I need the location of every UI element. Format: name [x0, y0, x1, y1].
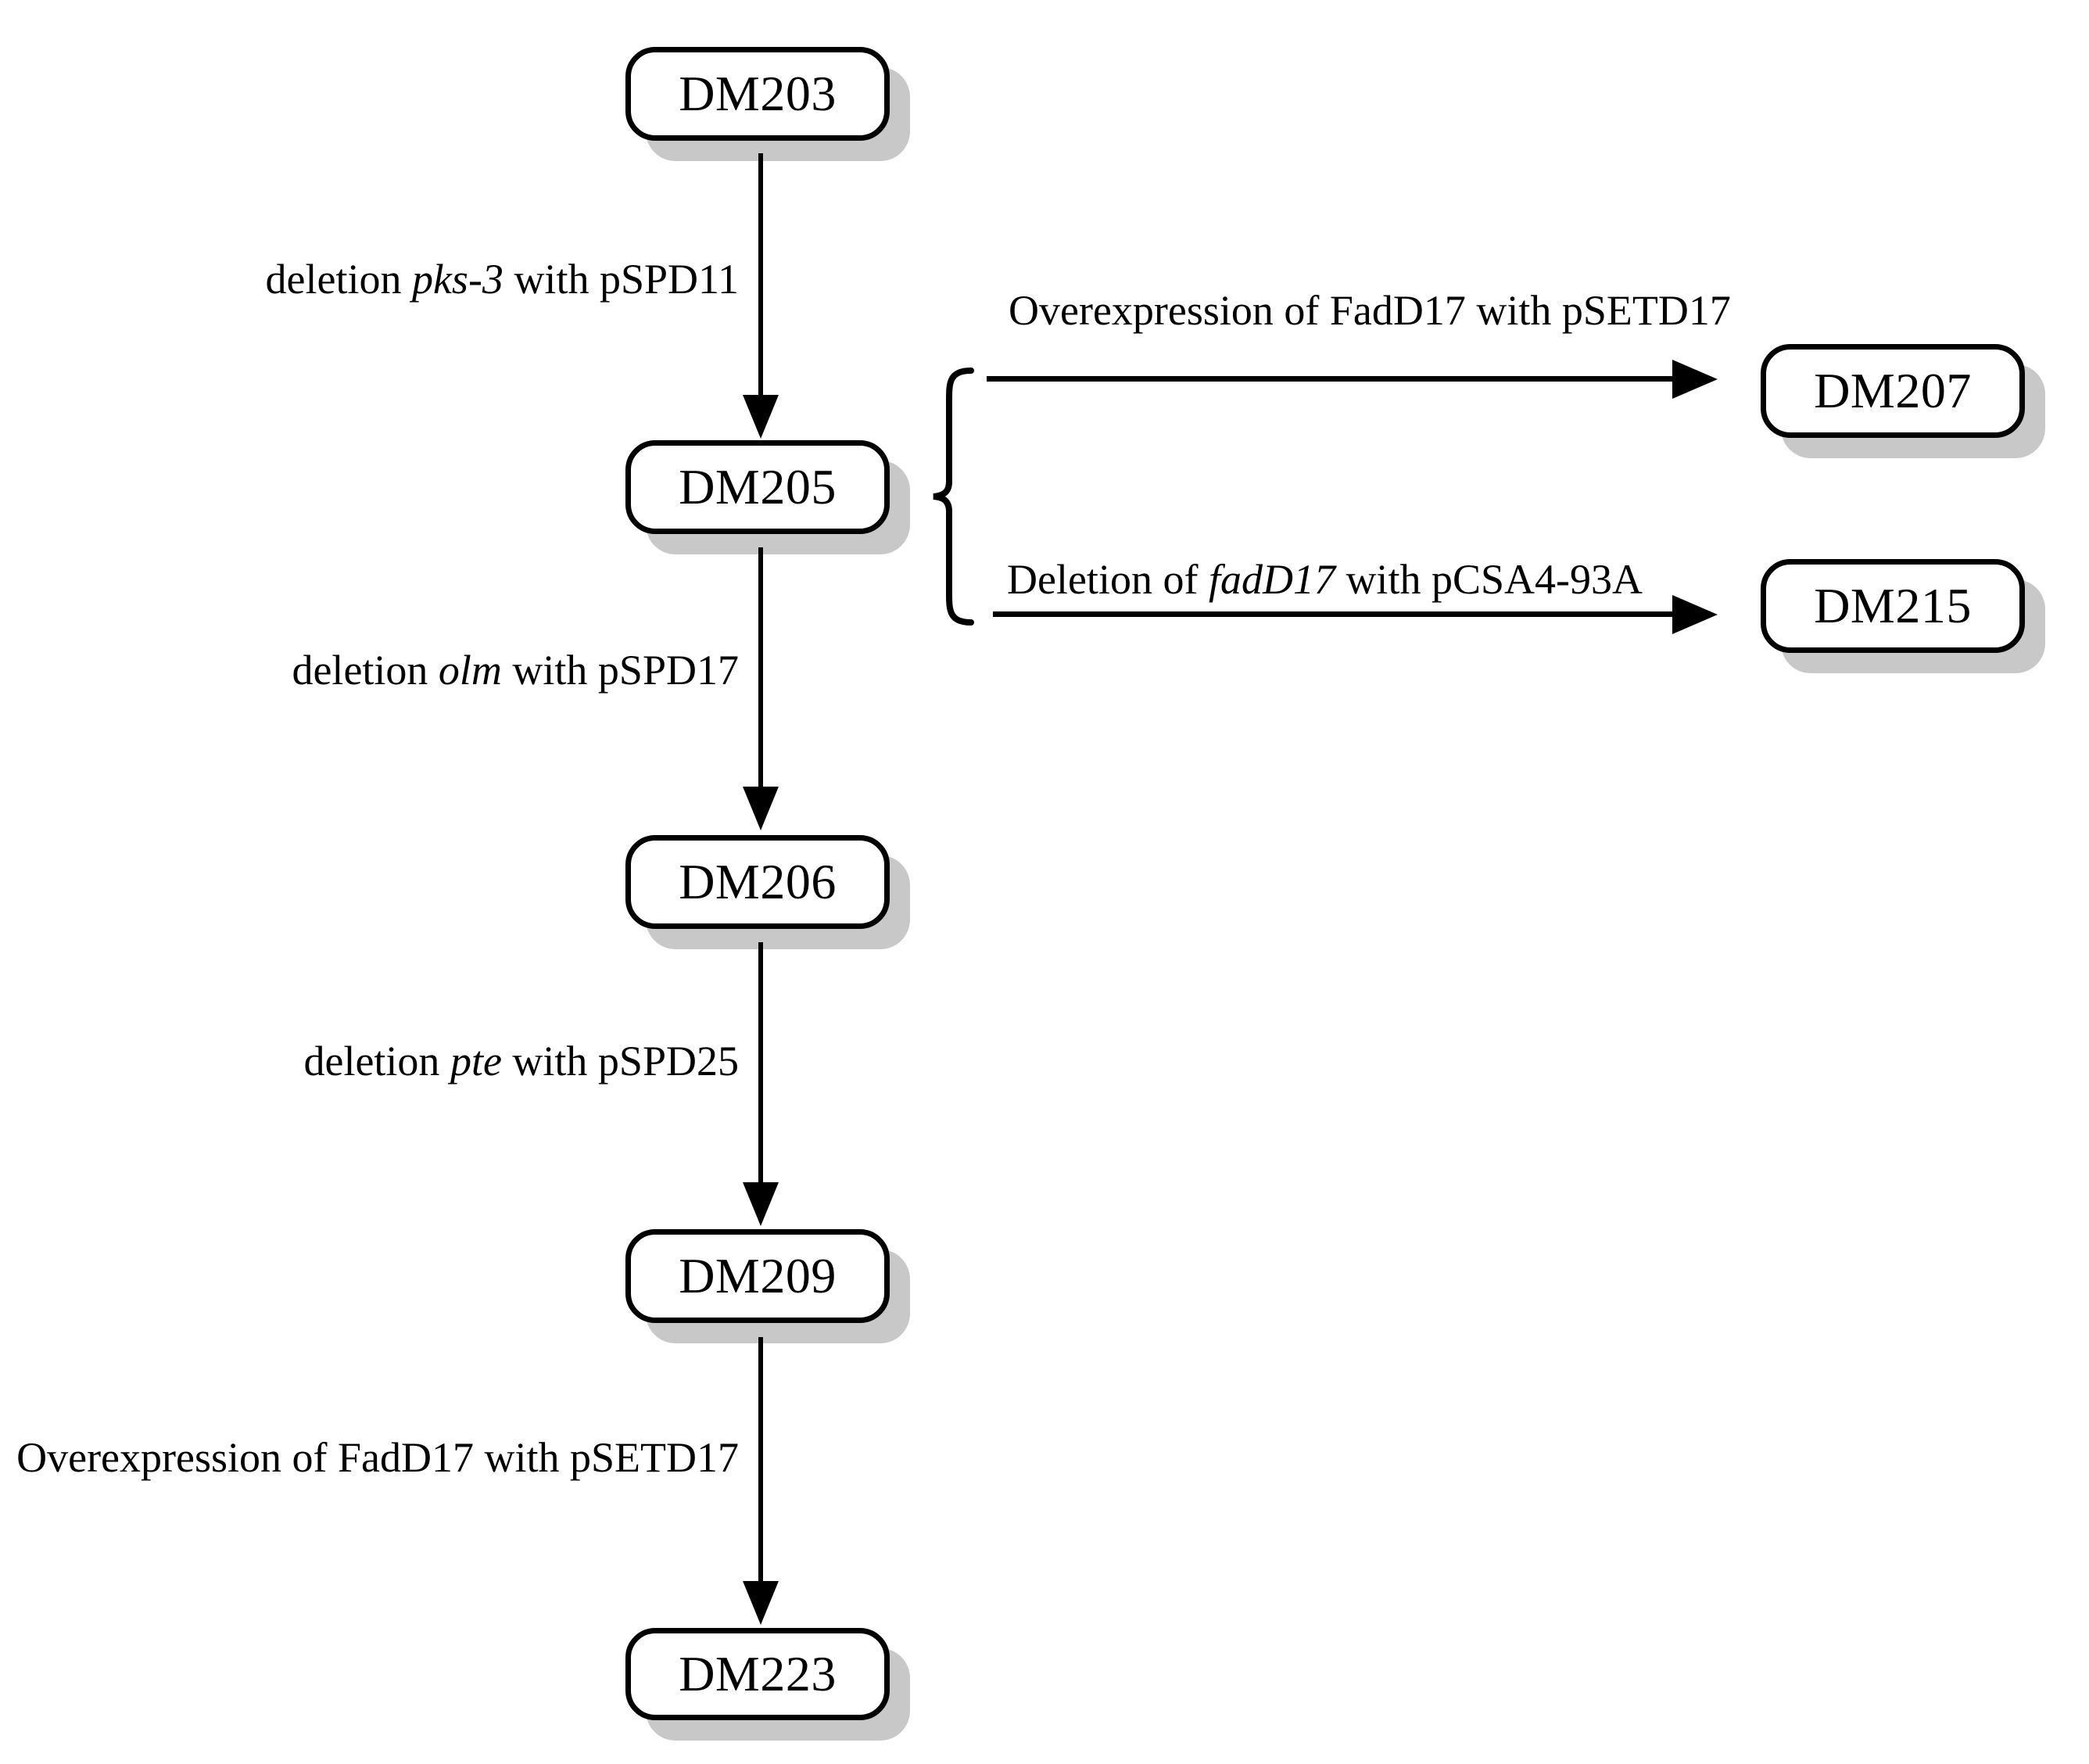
edge-label-gene: fadD17: [1208, 556, 1335, 603]
node-label-dm223: DM223: [679, 1646, 837, 1701]
node-label-dm203: DM203: [679, 66, 837, 121]
node-dm223[interactable]: DM223: [625, 1628, 890, 1720]
edge-label-pre: deletion: [292, 647, 439, 694]
edge-arrowhead-dm205-dm206: [743, 787, 779, 830]
edge-label-dm205-dm206: deletion olm with pSPD17: [0, 647, 739, 694]
edge-label-pre: Overexpression of FadD17 with pSETD17: [16, 1434, 739, 1481]
edge-label-dm209-dm223: Overexpression of FadD17 with pSETD17: [0, 1434, 739, 1481]
edge-arrowhead-dm209-dm223: [743, 1581, 779, 1625]
edge-label-dm203-dm205: deletion pks-3 with pSPD11: [0, 256, 739, 303]
edge-line-dm205-dm215: [993, 611, 1675, 617]
edge-label-pre: Overexpression of FadD17 with pSETD17: [1009, 287, 1731, 334]
node-label-dm207: DM207: [1814, 363, 1972, 418]
node-dm203[interactable]: DM203: [625, 47, 890, 141]
node-dm215[interactable]: DM215: [1761, 559, 2025, 653]
edge-line-dm206-dm209: [758, 942, 763, 1187]
edge-label-pre: deletion: [303, 1038, 450, 1085]
branch-brace-dm205: [933, 368, 974, 626]
edge-label-dm205-dm215: Deletion of fadD17 with pCSA4-93A: [1007, 556, 1643, 603]
edge-line-dm203-dm205: [758, 153, 763, 400]
edge-line-dm205-dm207: [987, 376, 1675, 382]
node-label-dm206: DM206: [679, 854, 837, 909]
edge-arrowhead-dm205-dm215: [1672, 595, 1718, 634]
edge-label-dm205-dm207: Overexpression of FadD17 with pSETD17: [1009, 287, 1731, 334]
edge-label-post: with pSPD17: [501, 647, 739, 694]
edge-label-gene: pks-3: [411, 256, 503, 303]
edge-label-post: with pCSA4-93A: [1335, 556, 1643, 603]
edge-label-post: with pSPD11: [503, 256, 739, 303]
edge-label-post: with pSPD25: [501, 1038, 739, 1085]
node-label-dm205: DM205: [679, 459, 837, 514]
node-dm207[interactable]: DM207: [1761, 344, 2025, 438]
node-dm205[interactable]: DM205: [625, 440, 890, 534]
edge-line-dm205-dm206: [758, 547, 763, 791]
node-dm206[interactable]: DM206: [625, 835, 890, 929]
edge-arrowhead-dm205-dm207: [1672, 360, 1718, 399]
edge-arrowhead-dm206-dm209: [743, 1182, 779, 1226]
edge-line-dm209-dm223: [758, 1337, 763, 1586]
edge-label-pre: Deletion of: [1007, 556, 1209, 603]
node-dm209[interactable]: DM209: [625, 1229, 890, 1323]
edge-label-gene: olm: [438, 647, 502, 694]
edge-label-pre: deletion: [265, 256, 412, 303]
node-label-dm209: DM209: [679, 1248, 837, 1303]
edge-label-dm206-dm209: deletion pte with pSPD25: [0, 1038, 739, 1085]
edge-label-gene: pte: [450, 1038, 502, 1085]
edge-arrowhead-dm203-dm205: [743, 395, 779, 439]
node-label-dm215: DM215: [1814, 578, 1972, 633]
